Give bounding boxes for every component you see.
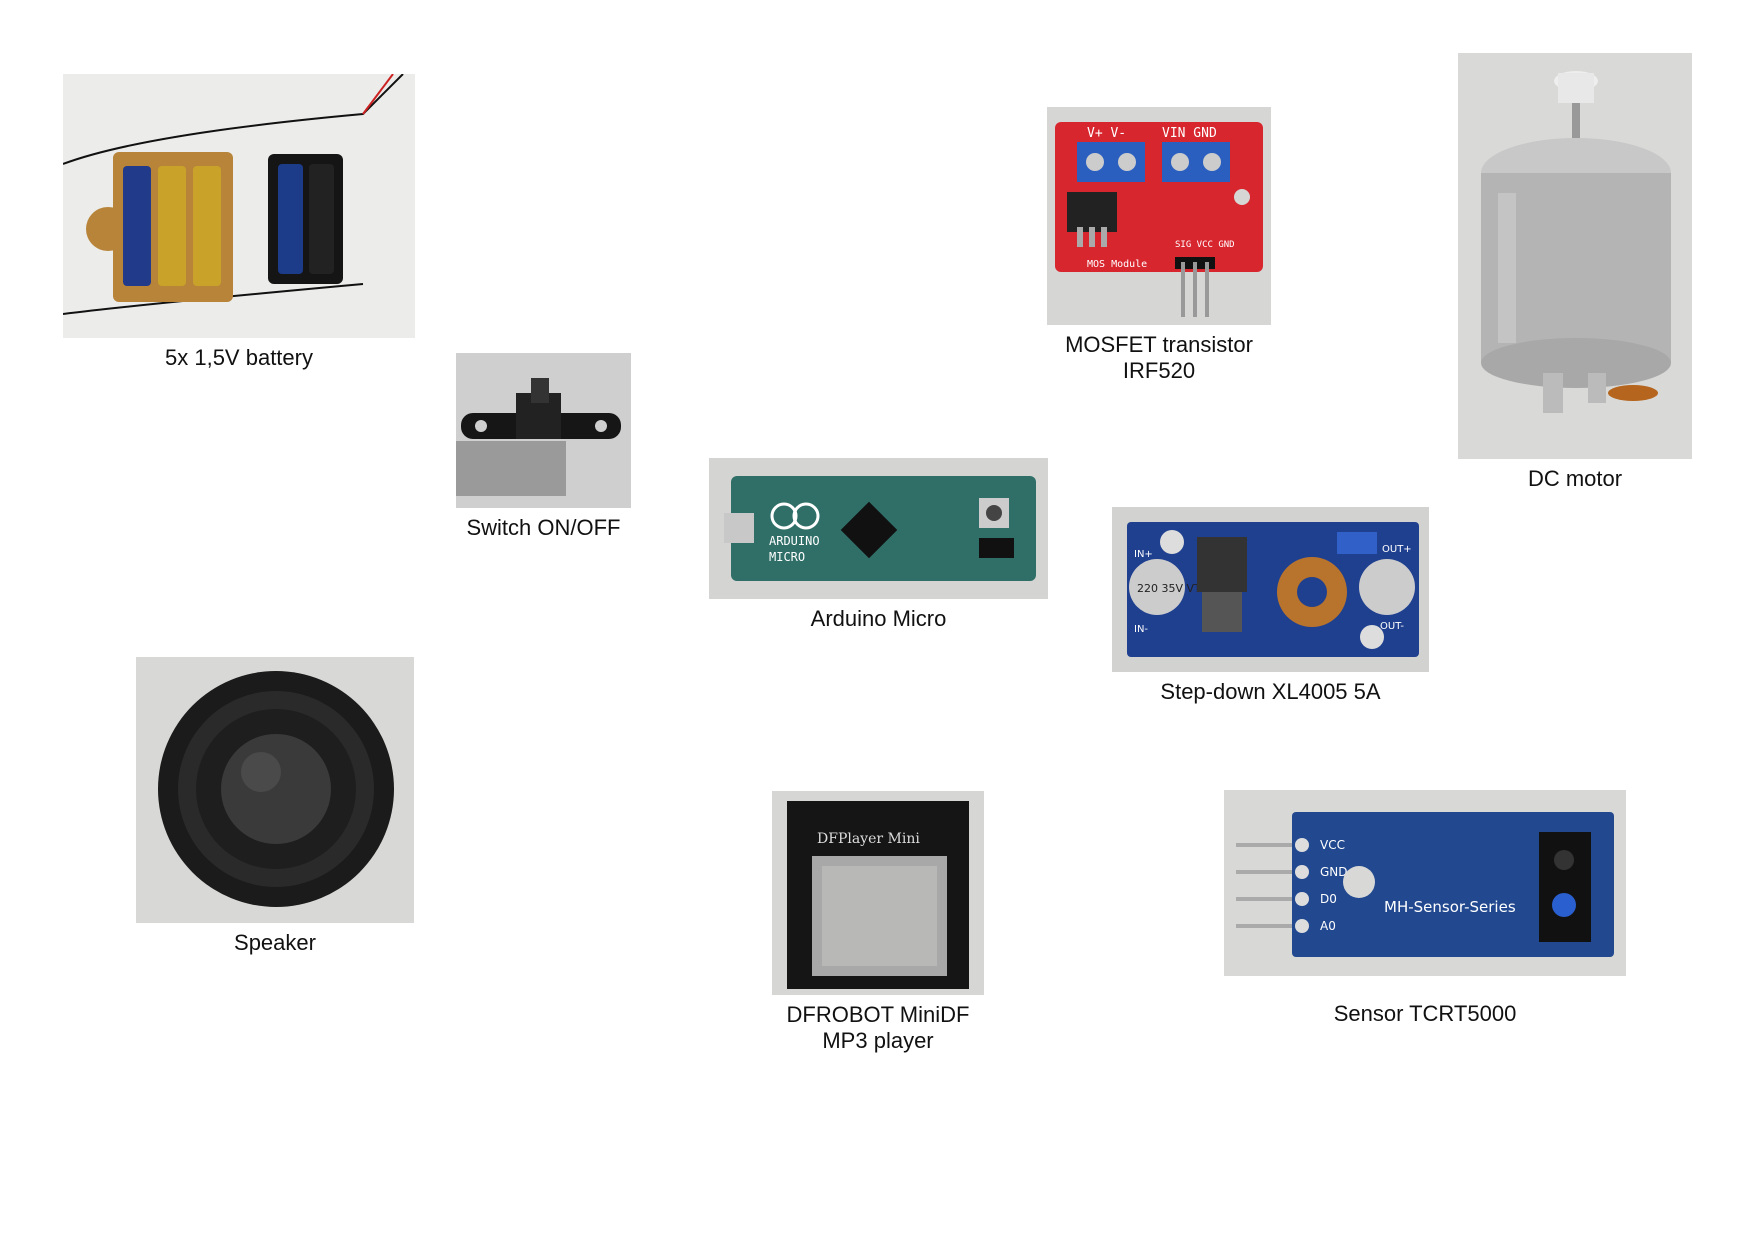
stepdown-board-text-4: OUT+	[1382, 544, 1412, 555]
mp3-label-line1: DFROBOT MiniDF	[786, 1002, 970, 1027]
stepdown-photo: 220 35V VT IN+ IN- OUT+ OUT-	[1112, 507, 1429, 672]
arduino-board-text-1: ARDUINO	[769, 534, 820, 548]
arduino-board-text-2: MICRO	[769, 550, 805, 564]
motor-photo	[1458, 53, 1692, 459]
mp3-photo: DFPlayer Mini	[772, 791, 984, 995]
sensor-label: Sensor TCRT5000	[1333, 1001, 1517, 1026]
switch-photo	[456, 353, 631, 508]
mosfet-board-text-1: V+ V-	[1087, 126, 1126, 141]
switch-caption: Switch ON/OFF	[446, 515, 641, 541]
stepdown-board-text-2: IN+	[1134, 549, 1153, 560]
switch-label: Switch ON/OFF	[466, 515, 621, 540]
mosfet-photo: V+ V- VIN GND MOS Module SIG VCC GND	[1047, 107, 1271, 325]
sensor-board-text-1: VCC	[1320, 838, 1345, 852]
mp3-board-text: DFPlayer Mini	[817, 831, 920, 847]
mosfet-board-text-4: SIG VCC GND	[1175, 240, 1235, 250]
speaker-label: Speaker	[234, 930, 316, 955]
arduino-photo: ARDUINO MICRO	[709, 458, 1048, 599]
mosfet-label-line2: IRF520	[1122, 358, 1196, 383]
mosfet-label-line1: MOSFET transistor	[1065, 332, 1253, 357]
mp3-label-line2: MP3 player	[822, 1028, 934, 1053]
motor-label: DC motor	[1527, 466, 1623, 491]
mp3-caption: DFROBOT MiniDF MP3 player	[752, 1002, 1004, 1054]
stepdown-board-text-3: IN-	[1134, 624, 1148, 635]
sensor-board-text-3: D0	[1320, 892, 1337, 906]
sensor-board-text-5: MH-Sensor-Series	[1384, 898, 1516, 916]
stepdown-label: Step-down XL4005 5A	[1160, 679, 1381, 704]
sensor-board-text-4: A0	[1320, 919, 1336, 933]
battery-photo	[63, 74, 415, 338]
sensor-photo: VCC GND D0 A0 MH-Sensor-Series	[1224, 790, 1626, 976]
arduino-label: Arduino Micro	[810, 606, 947, 631]
mosfet-board-text-3: MOS Module	[1087, 259, 1147, 270]
battery-label: 5x 1,5V battery	[165, 345, 313, 370]
stepdown-board-text-5: OUT-	[1380, 621, 1404, 632]
sensor-board-text-2: GND	[1320, 865, 1348, 879]
battery-caption: 5x 1,5V battery	[63, 345, 415, 371]
arduino-caption: Arduino Micro	[709, 606, 1048, 632]
mosfet-caption: MOSFET transistor IRF520	[1027, 332, 1291, 384]
stepdown-board-text-1: 220 35V VT	[1137, 582, 1201, 595]
stepdown-caption: Step-down XL4005 5A	[1092, 679, 1449, 705]
motor-caption: DC motor	[1458, 466, 1692, 492]
speaker-photo	[136, 657, 414, 923]
mosfet-board-text-2: VIN GND	[1162, 126, 1217, 141]
speaker-caption: Speaker	[136, 930, 414, 956]
sensor-caption: Sensor TCRT5000	[1224, 1001, 1626, 1027]
